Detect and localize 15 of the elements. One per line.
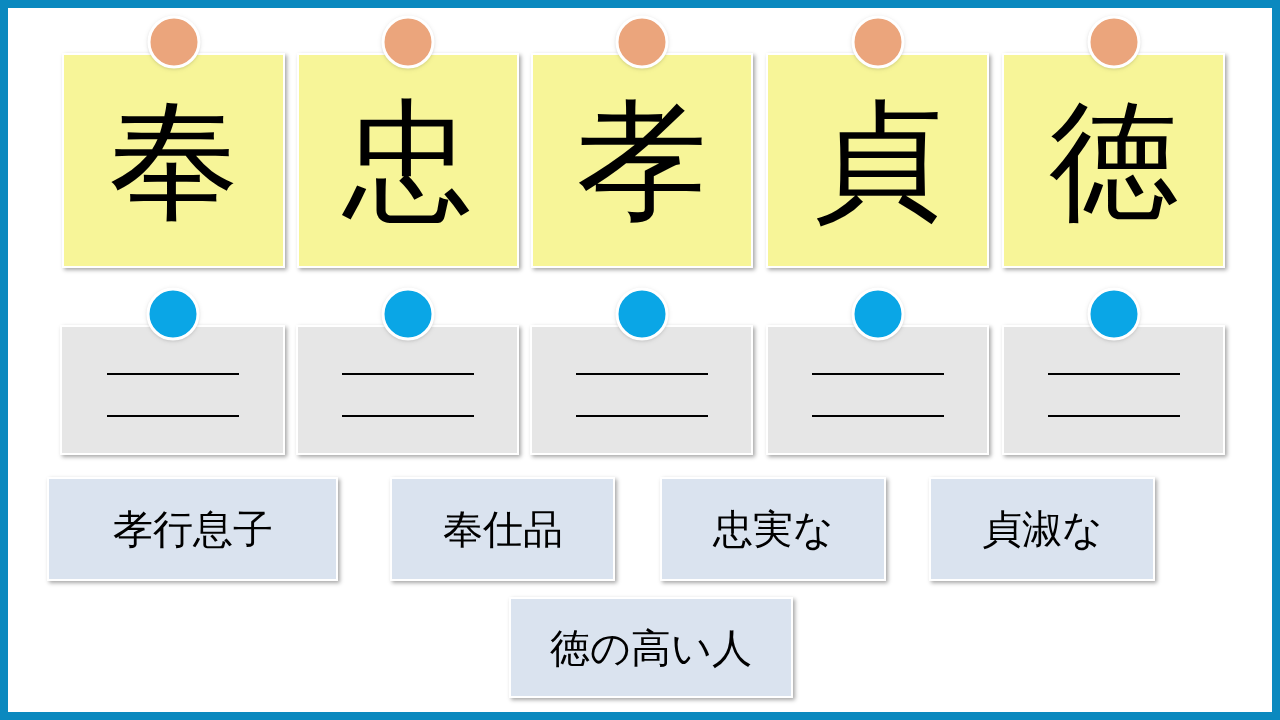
word-card [929, 477, 1155, 581]
word-text: 孝行息子 [112, 509, 273, 549]
word-card [47, 477, 338, 581]
kanji-character: 奉 [108, 95, 239, 226]
word-text: 貞淑な [981, 509, 1103, 549]
kanji-character: 徳 [1048, 95, 1179, 226]
word-text: 徳の高い人 [550, 627, 752, 668]
kanji-character: 貞 [812, 95, 943, 226]
word-text: 奉仕品 [442, 509, 563, 549]
word-text: 忠実な [712, 509, 834, 549]
kanji-character: 孝 [577, 95, 707, 226]
word-card [660, 477, 886, 581]
word-card [390, 477, 615, 581]
word-card [509, 597, 793, 698]
kanji-character: 忠 [343, 95, 473, 226]
